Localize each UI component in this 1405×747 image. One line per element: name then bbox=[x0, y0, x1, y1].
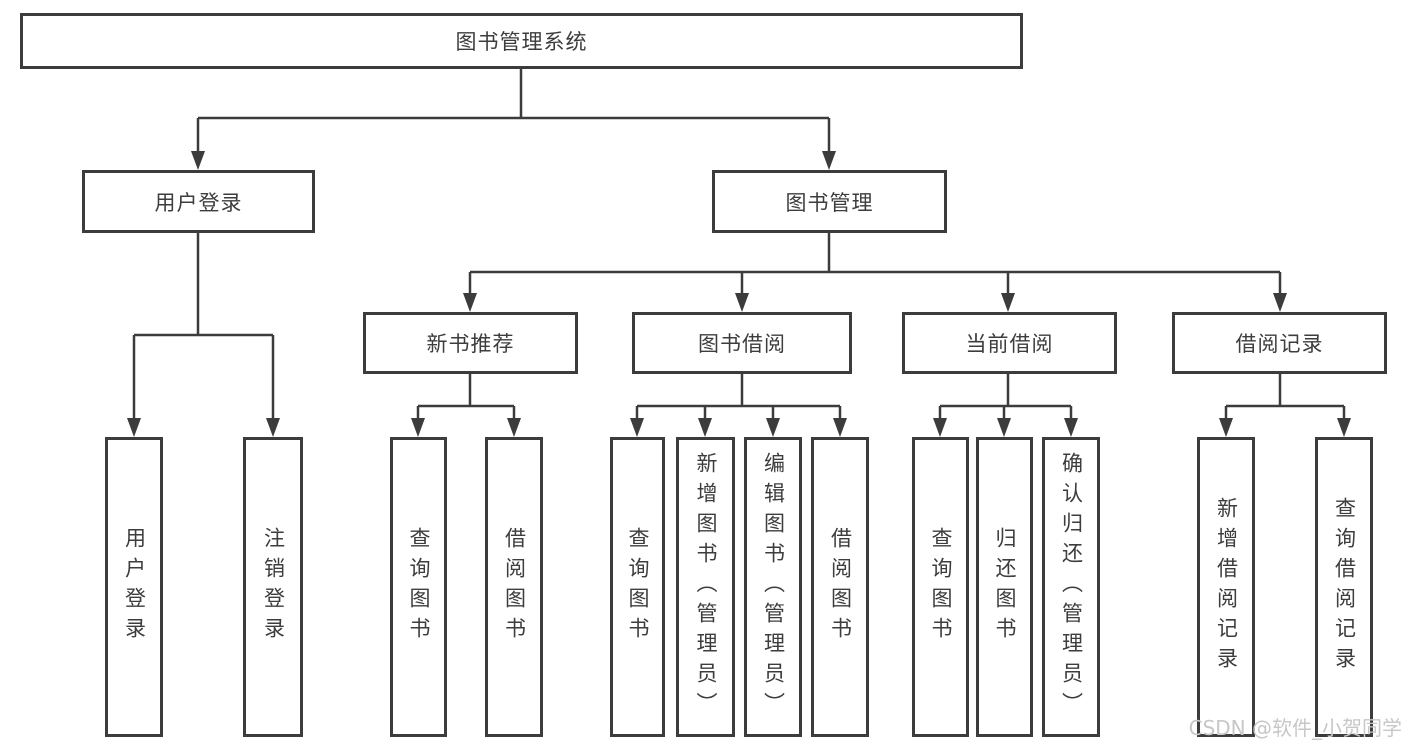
leaf-borrow-books: 借阅图书 bbox=[811, 437, 869, 737]
node-book-management: 图书管理 bbox=[712, 170, 947, 233]
node-label: 图书借阅 bbox=[698, 332, 786, 356]
leaf-return-books: 归还图书 bbox=[976, 437, 1033, 737]
leaf-add-books-admin: 新增图书（管理员） bbox=[676, 437, 735, 737]
leaf-query-books-current: 查询图书 bbox=[912, 437, 969, 737]
node-label: 用户登录 bbox=[154, 190, 243, 215]
leaf-borrow-books-recommend: 借阅图书 bbox=[485, 437, 543, 737]
leaf-logout: 注销登录 bbox=[243, 437, 303, 737]
leaf-query-books-recommend: 查询图书 bbox=[390, 437, 447, 737]
leaf-query-books-borrowing: 查询图书 bbox=[610, 437, 665, 737]
node-label: 新增借阅记录 bbox=[1214, 497, 1239, 677]
node-label: 图书管理 bbox=[785, 190, 874, 215]
leaf-query-borrow-record: 查询借阅记录 bbox=[1315, 437, 1373, 737]
csdn-watermark: CSDN @软件_小贺同学 bbox=[1188, 716, 1402, 740]
node-label: 查询图书 bbox=[626, 527, 650, 647]
node-label: 查询借阅记录 bbox=[1332, 497, 1357, 677]
node-new-book-recommend: 新书推荐 bbox=[363, 312, 578, 374]
node-label: 新书推荐 bbox=[426, 332, 515, 356]
node-borrowing-records: 借阅记录 bbox=[1172, 312, 1387, 374]
node-label: 借阅记录 bbox=[1235, 332, 1324, 356]
node-label: 当前借阅 bbox=[965, 332, 1054, 356]
node-label: 注销登录 bbox=[261, 527, 286, 647]
node-label: 图书管理系统 bbox=[455, 30, 588, 54]
node-label: 确认归还（管理员） bbox=[1059, 452, 1084, 722]
leaf-user-login: 用户登录 bbox=[105, 437, 163, 737]
node-label: 借阅图书 bbox=[502, 527, 527, 647]
node-label: 归还图书 bbox=[993, 527, 1017, 647]
node-user-login: 用户登录 bbox=[82, 170, 315, 233]
node-label: 编辑图书（管理员） bbox=[761, 452, 786, 722]
node-label: 查询图书 bbox=[929, 527, 953, 647]
node-label: 借阅图书 bbox=[828, 527, 853, 647]
leaf-confirm-return-admin: 确认归还（管理员） bbox=[1042, 437, 1100, 737]
leaf-edit-books-admin: 编辑图书（管理员） bbox=[744, 437, 802, 737]
node-library-system: 图书管理系统 bbox=[20, 13, 1023, 69]
node-label: 新增图书（管理员） bbox=[694, 452, 718, 722]
node-label: 用户登录 bbox=[122, 527, 147, 647]
node-current-borrowing: 当前借阅 bbox=[902, 312, 1117, 374]
node-book-borrowing: 图书借阅 bbox=[632, 312, 852, 374]
node-label: 查询图书 bbox=[407, 527, 431, 647]
leaf-add-borrow-record: 新增借阅记录 bbox=[1197, 437, 1255, 737]
